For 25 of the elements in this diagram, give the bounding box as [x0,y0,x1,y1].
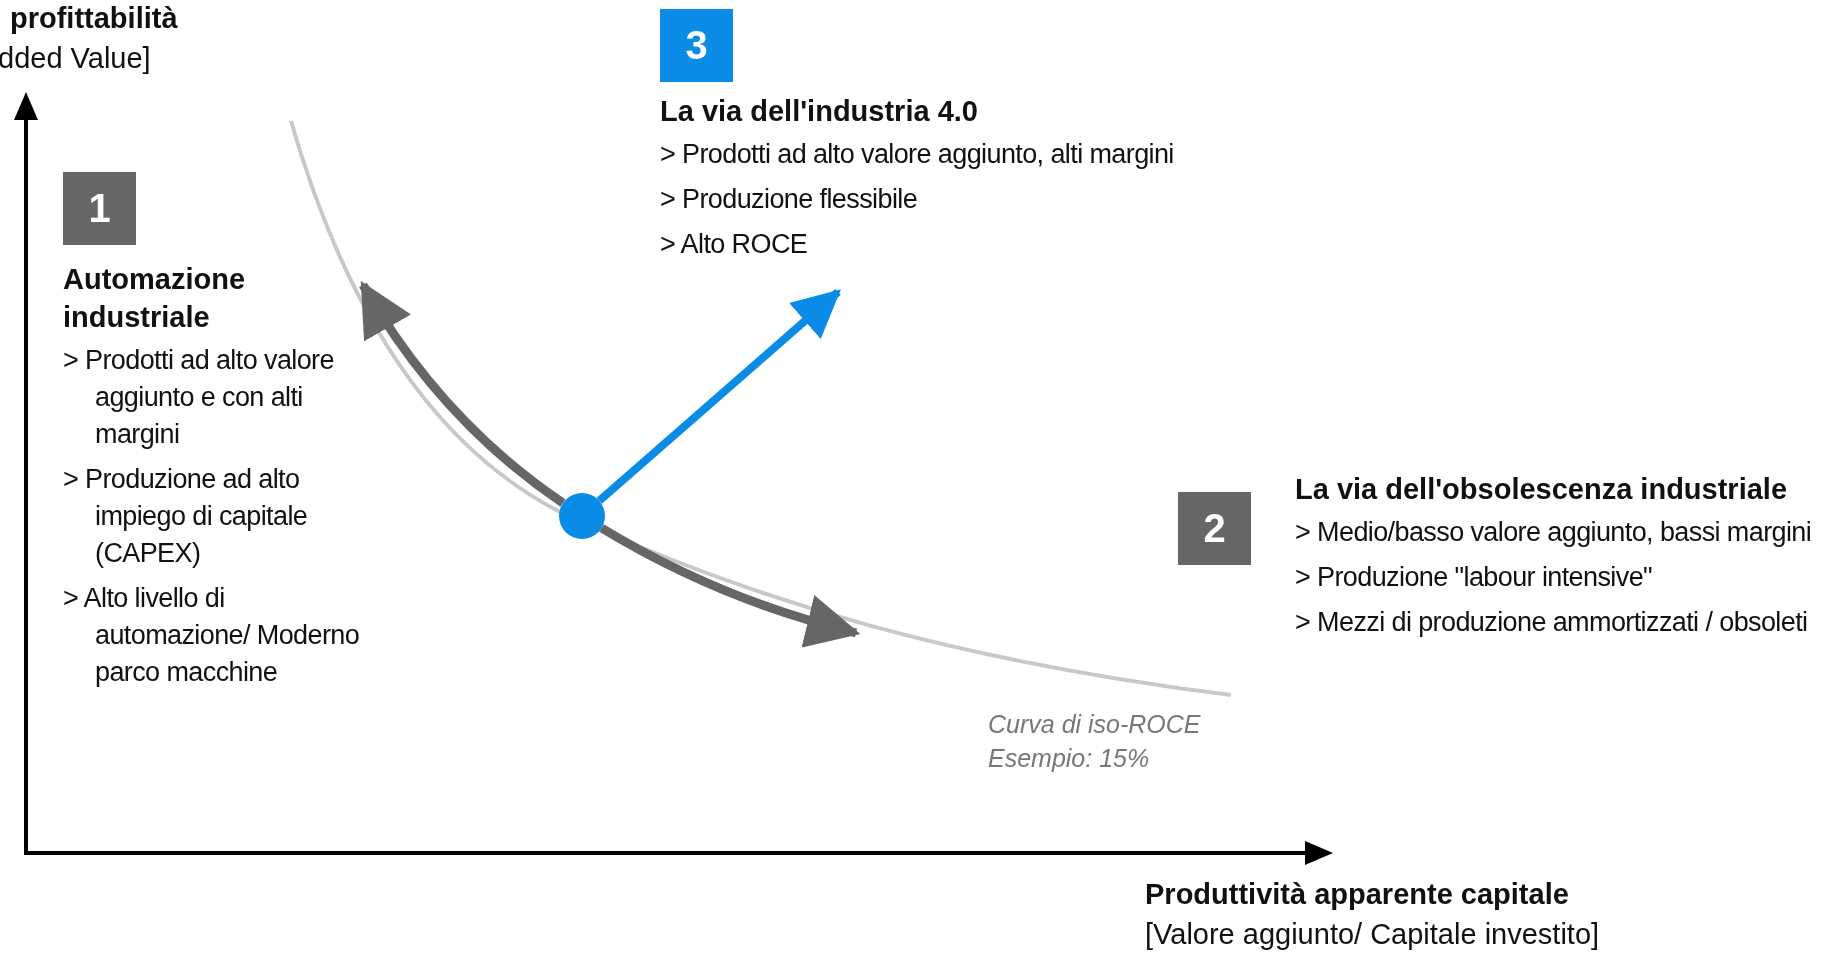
bullet-text: > Produzione flessibile [660,183,919,216]
axis-unit: [Valore aggiunto/ Capitale investito] [1145,918,1600,951]
number-badge: 1 [63,172,136,245]
curve-label: Curva di iso-ROCE [988,710,1201,739]
arrow [359,281,566,507]
number-badge: 2 [1178,492,1251,565]
bullet-text: > Alto livello di automazione/ Moderno parco macchine [63,582,361,689]
bullet-text: > Produzione ad alto impiego di capitale (CAPEX) [63,463,309,570]
curve-label: Esempio: 15% [988,744,1150,773]
axis-title: profittabilità [10,2,178,35]
axis-title: Produttività apparente capitale [1145,878,1569,911]
bullet-text: > Prodotti ad alto valore aggiunto, alti margini [660,138,1175,171]
section-heading: La via dell'obsolescenza industriale [1295,472,1788,507]
bullet-text: > Prodotti ad alto valore aggiunto e con alti margini [63,344,335,451]
arrow [596,289,841,504]
bullet-text: > Medio/basso valore aggiunto, bassi margini [1295,516,1813,549]
axis-unit: dded Value] [0,42,151,75]
section-heading: Automazione industriale [63,262,247,335]
start-dot [559,493,605,539]
bullet-text: > Produzione "labour intensive" [1295,561,1654,594]
bullet-text: > Alto ROCE [660,228,809,261]
section-heading: La via dell'industria 4.0 [660,94,979,129]
arrow [599,524,861,647]
number-badge: 3 [660,9,733,82]
bullet-text: > Mezzi di produzione ammortizzati / obsoleti [1295,606,1809,639]
